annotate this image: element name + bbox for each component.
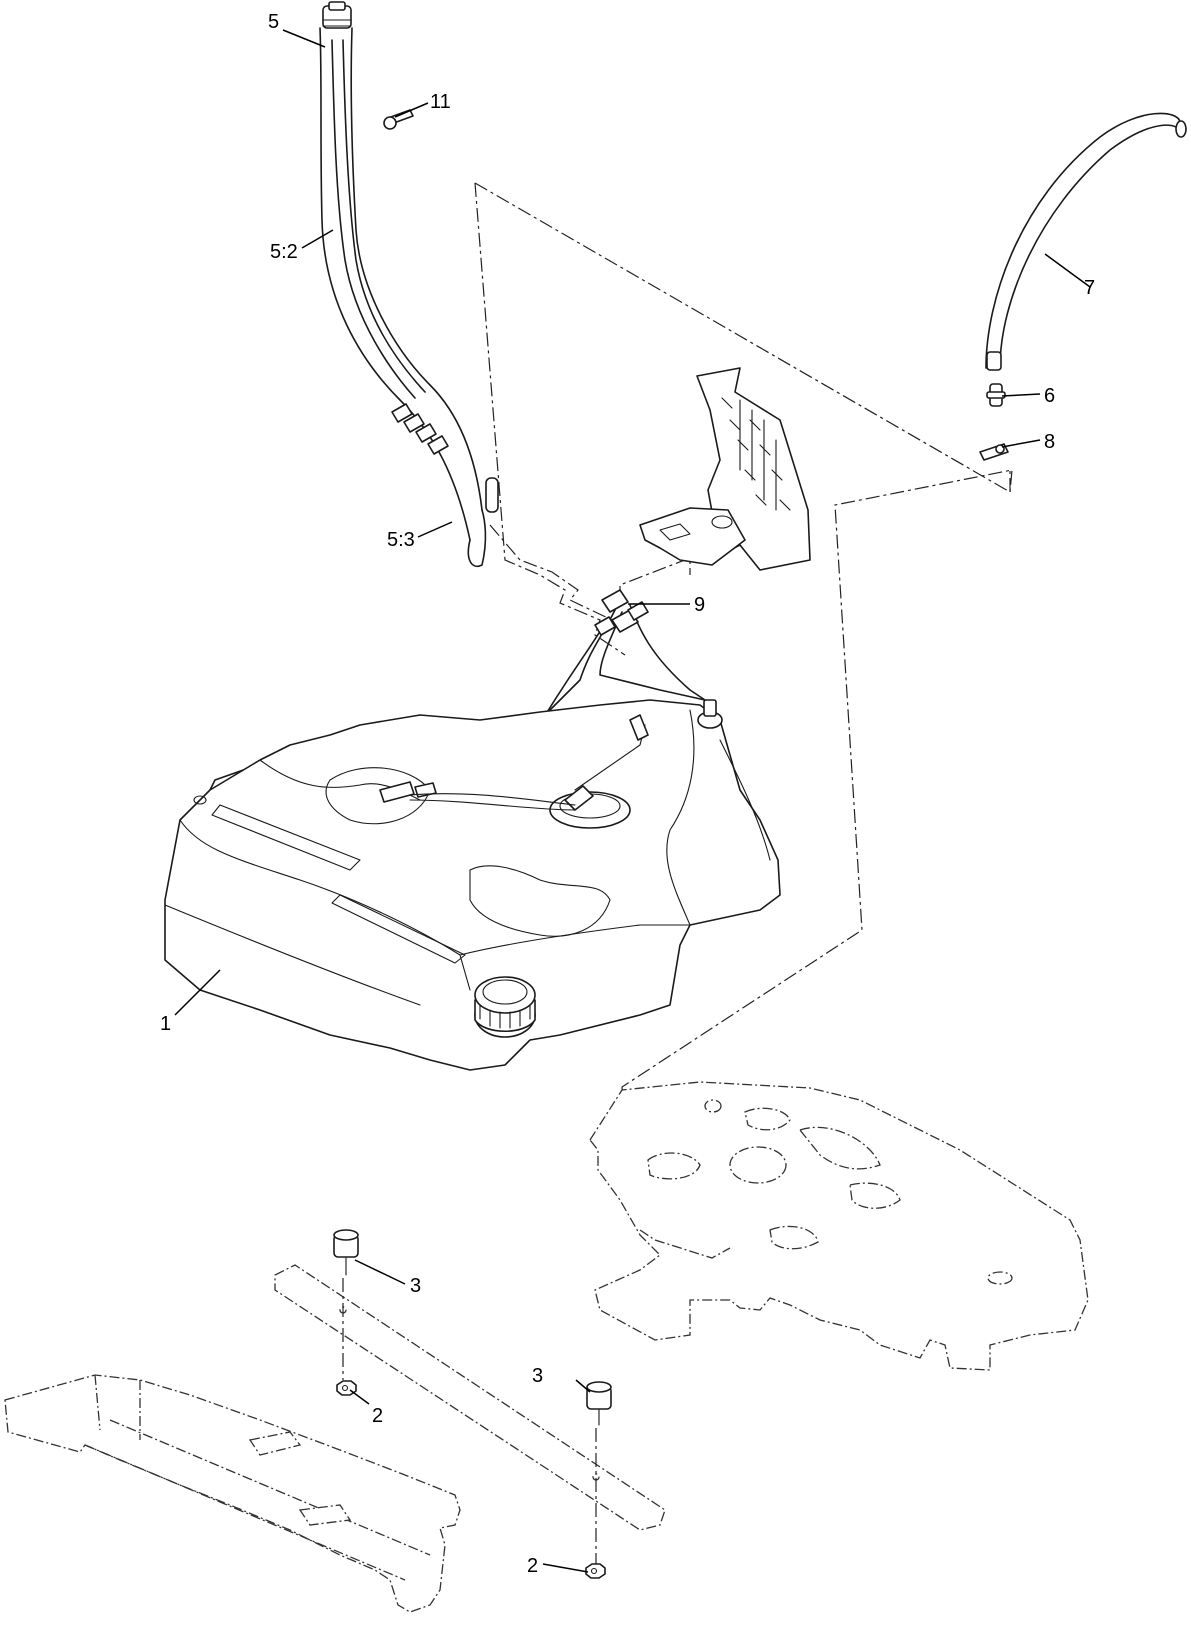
- callout-1: 1: [160, 1013, 171, 1035]
- callout-9: 9: [694, 594, 705, 616]
- callout-6: 6: [1044, 385, 1055, 407]
- isolator-3-left: [333, 1229, 359, 1380]
- nut-2-right: [585, 1563, 606, 1579]
- callout-5-3: 5:3: [387, 529, 415, 551]
- callout-7: 7: [1084, 277, 1095, 299]
- fuel-cap: [474, 976, 536, 1038]
- callout-5: 5: [268, 11, 279, 33]
- callout-3-left: 3: [410, 1275, 421, 1297]
- callout-11: 11: [430, 91, 451, 113]
- phantom-bracket-link: [619, 557, 691, 600]
- callout-2-left: 2: [372, 1405, 383, 1427]
- frame-rail: [4, 1374, 461, 1613]
- phantom-boundary: [474, 182, 1013, 1136]
- fuel-pump-sender: [549, 785, 631, 829]
- tank-support-strap: [274, 1264, 666, 1531]
- callout-labels: 5 11 5:2 5:3 9 7 6 8 1 3 2 3 2: [160, 11, 1095, 1577]
- callout-2-right: 2: [527, 1555, 538, 1577]
- vent-hose-assembly: [979, 112, 1187, 461]
- chassis-plate: [589, 1081, 1089, 1371]
- fitting-6: [986, 383, 1006, 407]
- phantom-zigzag: [474, 182, 626, 656]
- phantom-zigzag-2: [489, 524, 613, 633]
- callout-5-2: 5:2: [270, 241, 298, 263]
- tank-bracket: [639, 507, 746, 566]
- leader-lines: [174, 29, 1091, 1573]
- callout-8: 8: [1044, 431, 1055, 453]
- callout-3-right: 3: [532, 1365, 543, 1387]
- isolator-3-right: [586, 1381, 612, 1565]
- filler-neck-assembly: [319, 1, 499, 567]
- fuel-tank: [164, 699, 781, 1071]
